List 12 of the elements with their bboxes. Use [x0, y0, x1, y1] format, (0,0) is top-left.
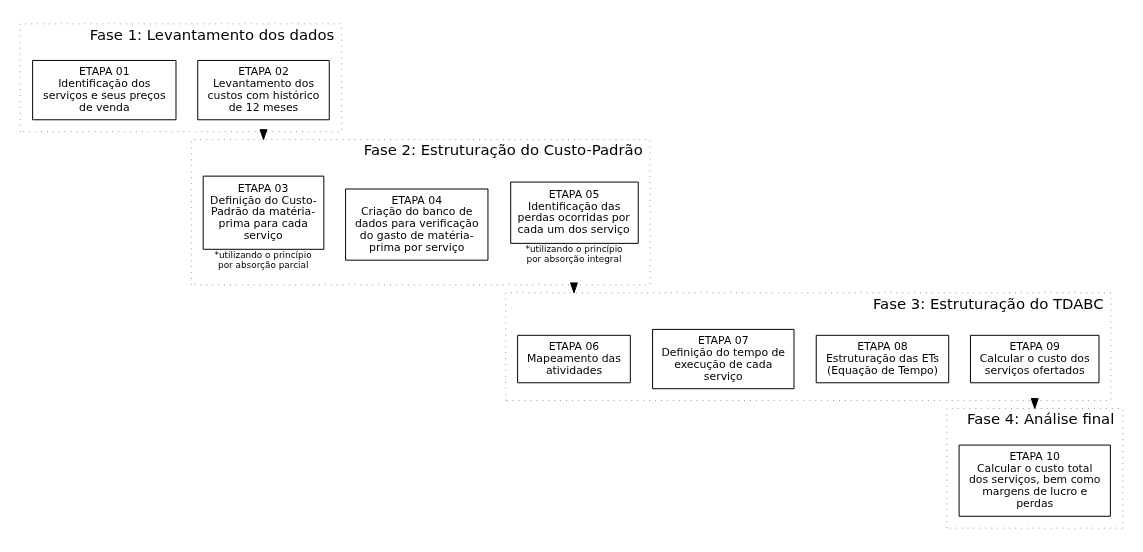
- node-box: ETAPA 09 Calcular o custo dos serviços ofertados: [969, 334, 1100, 384]
- node-label: *utilizando o princípio por absorção parcial: [214, 250, 312, 271]
- node-box: ETAPA 02 Levantamento dos custos com histórico de 12 meses: [197, 59, 330, 121]
- node-box: ETAPA 05 Identificação das perdas ocorridas por cada um dos serviço: [510, 181, 639, 244]
- node-box: ETAPA 10 Calcular o custo total dos serviços, bem como margens de lucro e perdas: [958, 444, 1111, 517]
- node-box: ETAPA 07 Definição do tempo de execução de cada serviço: [652, 328, 795, 390]
- node-box: ETAPA 08 Estruturação das ETs (Equação de Tempo): [815, 334, 950, 384]
- node-box: ETAPA 01 Identificação dos serviços e seus preços de venda: [32, 59, 177, 121]
- node-label: *utilizando o princípio por absorção integral: [525, 244, 623, 265]
- node-box: ETAPA 06 Mapeamento das atividades: [517, 334, 631, 384]
- node-box: ETAPA 03 Definição do Custo-Padrão da matéria-prima para cada serviço: [202, 175, 325, 250]
- node-box: ETAPA 04 Criação do banco de dados para verificação do gasto de matéria-prima por serviço: [345, 188, 489, 261]
